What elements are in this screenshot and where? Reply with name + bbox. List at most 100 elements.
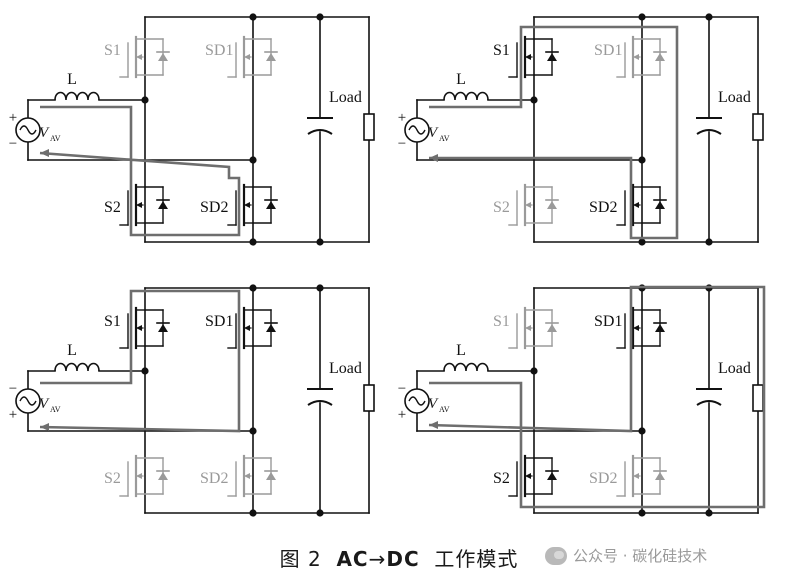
ac-source xyxy=(404,388,430,414)
junction-dot xyxy=(705,238,713,246)
inductor xyxy=(443,91,489,101)
sine-icon xyxy=(408,396,426,406)
label-s1: S1 xyxy=(493,313,510,330)
junction-dot xyxy=(316,238,324,246)
label-s2: S2 xyxy=(493,470,510,487)
inductor-coil xyxy=(54,362,100,372)
inductor xyxy=(443,362,489,372)
current-path xyxy=(429,25,679,240)
junction-dot xyxy=(638,13,646,21)
switch-sd2 xyxy=(227,454,278,498)
polarity-top: + xyxy=(398,110,406,126)
body-arrow xyxy=(244,473,250,479)
caption-arrow: → xyxy=(368,547,387,571)
diode-body xyxy=(655,201,665,209)
polarity-top: − xyxy=(9,381,17,397)
inductor-label: L xyxy=(67,71,77,88)
caption-prefix: 图 2 xyxy=(279,547,322,571)
label-s2: S2 xyxy=(104,470,121,487)
label-s2: S2 xyxy=(493,199,510,216)
body-arrow xyxy=(525,473,531,479)
caption-dc: DC xyxy=(386,547,420,571)
switch-s2 xyxy=(119,183,170,227)
body-arrow xyxy=(633,54,639,60)
source-subscript: AV xyxy=(439,405,450,414)
cap-plate-bottom xyxy=(696,129,722,135)
switch-s2 xyxy=(119,454,170,498)
diode-body xyxy=(655,53,665,61)
diode-body xyxy=(266,53,276,61)
inductor-label: L xyxy=(456,342,466,359)
body-arrow xyxy=(136,202,142,208)
diode-body xyxy=(547,201,557,209)
diode-body xyxy=(655,472,665,480)
label-s1: S1 xyxy=(104,313,121,330)
source-subscript: AV xyxy=(439,134,450,143)
switch-sd1 xyxy=(616,35,667,79)
junction-dot xyxy=(316,509,324,517)
polarity-bottom: + xyxy=(398,407,406,423)
inductor xyxy=(54,362,100,372)
figure-caption: 图 2 AC→DC 工作模式 xyxy=(0,543,798,575)
switch-s1 xyxy=(508,306,559,350)
source-label: V xyxy=(428,396,439,412)
diode-body xyxy=(158,472,168,480)
load-label: Load xyxy=(718,89,751,106)
ac-source xyxy=(404,117,430,143)
switch-s1 xyxy=(119,35,170,79)
sine-icon xyxy=(408,125,426,135)
diode-body xyxy=(547,324,557,332)
inductor xyxy=(54,91,100,101)
diode-body xyxy=(547,53,557,61)
diode-body xyxy=(266,472,276,480)
switch-sd2 xyxy=(227,183,278,227)
ac-source xyxy=(15,117,41,143)
diode-body xyxy=(158,324,168,332)
body-arrow xyxy=(525,325,531,331)
load-resistor xyxy=(363,384,375,412)
junction-dot xyxy=(705,509,713,517)
diode-body xyxy=(266,324,276,332)
label-sd2: SD2 xyxy=(589,199,617,216)
current-arrow xyxy=(40,149,49,157)
cap-plate-bottom xyxy=(307,400,333,406)
polarity-bottom: − xyxy=(9,136,17,152)
label-sd2: SD2 xyxy=(200,470,228,487)
junction-dot xyxy=(705,13,713,21)
diode-body xyxy=(655,324,665,332)
watermark-text: 公众号 · 碳化硅技术 xyxy=(573,547,708,565)
body-arrow xyxy=(244,325,250,331)
polarity-top: + xyxy=(9,110,17,126)
current-path xyxy=(428,285,766,509)
load-resistor xyxy=(363,113,375,141)
source-label: V xyxy=(39,125,50,141)
body-arrow xyxy=(633,325,639,331)
watermark: 公众号 · 碳化硅技术 xyxy=(545,545,707,566)
caption-ac: AC xyxy=(336,547,369,571)
junction-dot xyxy=(316,284,324,292)
switch-sd1 xyxy=(227,35,278,79)
junction-dot xyxy=(249,284,257,292)
load-label: Load xyxy=(718,360,751,377)
current-arrow xyxy=(429,421,438,429)
label-sd2: SD2 xyxy=(200,199,228,216)
label-s1: S1 xyxy=(104,42,121,59)
sine-icon xyxy=(19,396,37,406)
body-arrow xyxy=(136,325,142,331)
cap-plate-bottom xyxy=(696,400,722,406)
current-arrow xyxy=(429,154,438,162)
junction-dot xyxy=(316,13,324,21)
switch-sd1 xyxy=(227,306,278,350)
diode-body xyxy=(158,201,168,209)
junction-dot xyxy=(638,509,646,517)
junction-dot xyxy=(249,238,257,246)
current-path xyxy=(39,105,241,237)
source-label: V xyxy=(428,125,439,141)
body-arrow xyxy=(244,202,250,208)
source-subscript: AV xyxy=(50,134,61,143)
body-arrow xyxy=(633,202,639,208)
